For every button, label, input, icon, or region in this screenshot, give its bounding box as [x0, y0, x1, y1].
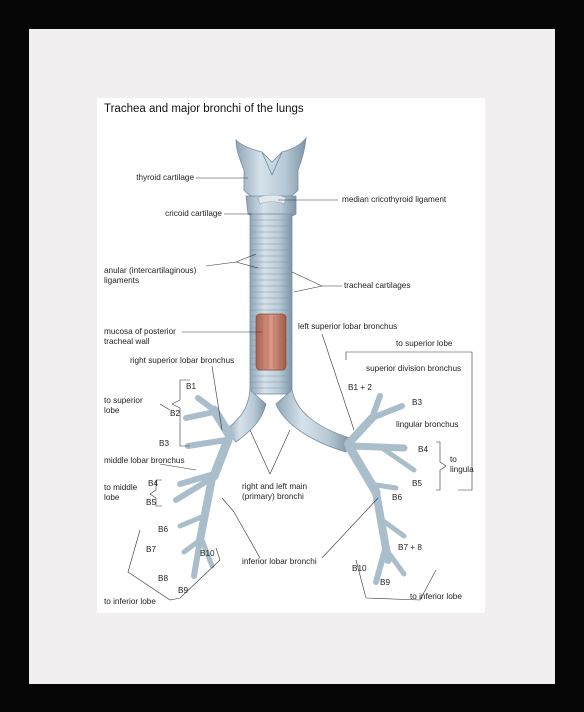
label-median-cricothyroid-ligament: median cricothyroid ligament	[342, 195, 447, 204]
label-tracheal-cartilages: tracheal cartilages	[344, 281, 411, 290]
segment-b6: B6	[158, 525, 169, 534]
segment-b4: B4	[148, 479, 159, 488]
label-to-middle-lobe-line1: to middle	[104, 483, 138, 492]
right-bronchial-tree	[173, 395, 235, 579]
segment-b3: B3	[159, 439, 170, 448]
label-inferior-lobar-bronchi: inferior lobar bronchi	[242, 557, 317, 566]
posterior-mucosa-shape	[255, 313, 287, 371]
label-mucosa-line2: tracheal wall	[104, 337, 150, 346]
segment-left-b10: B10	[352, 564, 367, 573]
segment-left-b4: B4	[418, 445, 429, 454]
segment-left-b1-2: B1 + 2	[348, 383, 372, 392]
left-bronchial-tree	[344, 393, 417, 585]
label-left-superior-lobar-bronchus: left superior lobar bronchus	[298, 322, 398, 331]
label-to-inferior-lobe-left: to inferior lobe	[104, 597, 156, 606]
cricothyroid-ligament-shape	[257, 194, 287, 205]
label-thyroid-cartilage: thyroid cartilage	[136, 173, 194, 182]
label-to-middle-lobe-line2: lobe	[104, 493, 120, 502]
label-main-bronchi-line1: right and left main	[242, 482, 308, 491]
segment-left-b5: B5	[412, 479, 423, 488]
segment-left-b6: B6	[392, 493, 403, 502]
label-main-bronchi-line2: (primary) bronchi	[242, 492, 304, 501]
bracket-lines	[127, 351, 473, 601]
label-to-lingula-line2: lingula	[450, 465, 474, 474]
segment-b9: B9	[178, 586, 189, 595]
segment-b10: B10	[200, 549, 215, 558]
thyroid-cartilage-shape	[235, 136, 307, 201]
label-to-superior-lobe-left-line1: to superior	[104, 396, 143, 405]
segment-b1: B1	[186, 382, 197, 391]
label-superior-division-bronchus: superior division bronchus	[366, 364, 462, 373]
diagram-title: Trachea and major bronchi of the lungs	[104, 103, 304, 115]
label-right-superior-lobar-bronchus: right superior lobar bronchus	[130, 356, 235, 365]
label-to-inferior-lobe-right: to inferior lobe	[410, 592, 462, 601]
segment-left-b9: B9	[380, 578, 391, 587]
label-mucosa-line1: mucosa of posterior	[104, 327, 176, 336]
label-to-superior-lobe-left-line2: lobe	[104, 406, 120, 415]
label-middle-lobar-bronchus: middle lobar bronchus	[104, 456, 185, 465]
label-lingular-bronchus: lingular bronchus	[396, 420, 459, 429]
segment-left-b7-8: B7 + 8	[398, 543, 422, 552]
segment-b2: B2	[170, 409, 181, 418]
segment-b8: B8	[158, 574, 169, 583]
label-to-lingula-line1: to	[450, 455, 457, 464]
leader-lines	[159, 177, 379, 559]
segment-b7: B7	[146, 545, 157, 554]
main-bronchi-shape	[225, 389, 351, 453]
segment-b5: B5	[146, 498, 157, 507]
label-to-superior-lobe-right: to superior lobe	[396, 339, 453, 348]
label-anular-ligaments-line1: anular (intercartilaginous)	[104, 266, 197, 275]
segment-left-b3: B3	[412, 398, 423, 407]
label-cricoid-cartilage: cricoid cartilage	[165, 209, 222, 218]
label-anular-ligaments-line2: ligaments	[104, 276, 140, 285]
